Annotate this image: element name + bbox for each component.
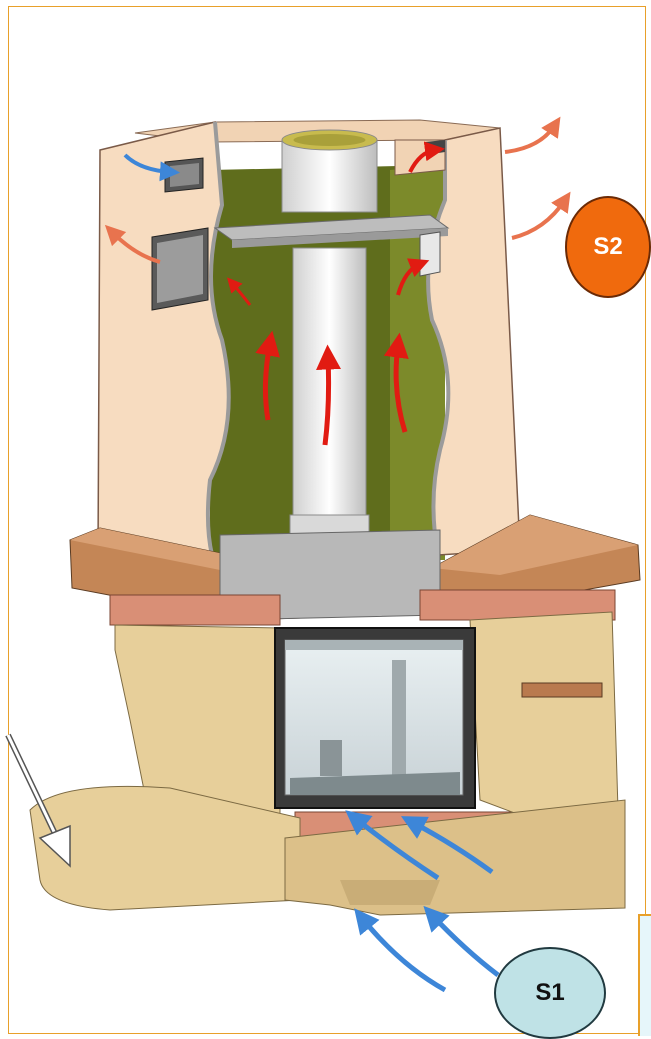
cold-air-arrow: [362, 918, 445, 990]
wood-shelf: [522, 683, 602, 697]
side-info-panel: [638, 914, 651, 1036]
label-s1-text: S1: [535, 979, 564, 1007]
insert-glass: [285, 640, 463, 795]
label-s2-badge: S2: [565, 196, 651, 298]
flue-top-collar: [282, 140, 377, 212]
stone-right-pillar: [470, 612, 618, 815]
outlet-arrow: [505, 125, 555, 152]
label-s2-text: S2: [593, 233, 622, 261]
vent-grille-icon: [165, 158, 203, 192]
label-s1-badge: S1: [494, 947, 606, 1039]
cold-air-arrow: [432, 915, 498, 975]
fireplace-insert: [275, 628, 475, 808]
vent-grille-icon: [152, 228, 208, 310]
outlet-arrow: [512, 200, 565, 238]
